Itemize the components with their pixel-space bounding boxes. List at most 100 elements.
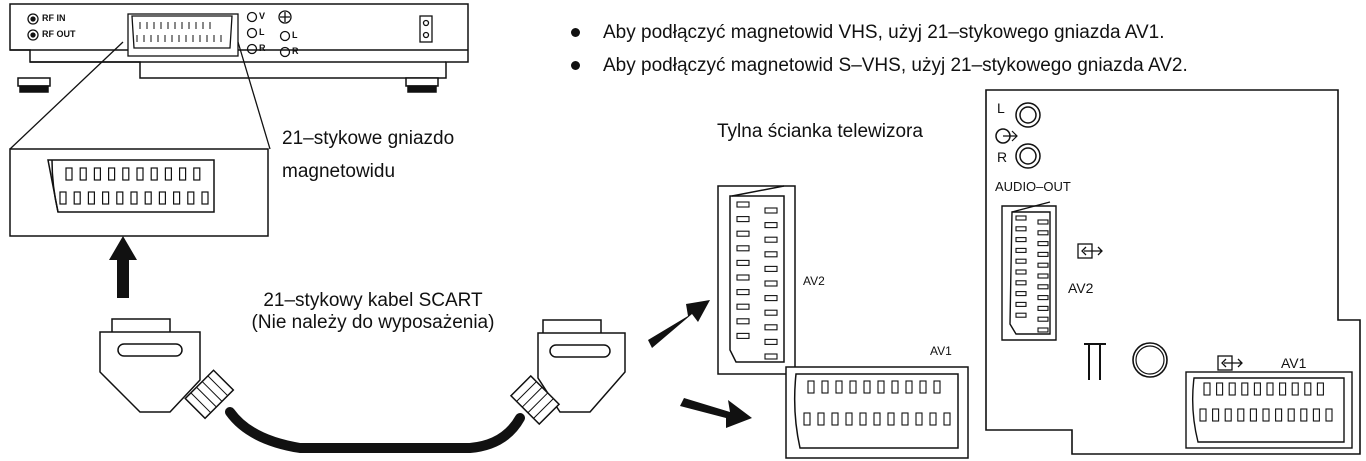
socket-pin bbox=[1015, 258, 1027, 264]
vcr-panel-scart bbox=[127, 13, 239, 57]
socket-pin bbox=[201, 191, 209, 205]
socket-pin bbox=[1266, 382, 1274, 396]
instruction-list: Aby podłączyć magnetowid VHS, użyj 21–st… bbox=[568, 16, 1188, 82]
jack-r2-label: R bbox=[292, 46, 299, 56]
tv-av2-label: AV2 bbox=[1068, 280, 1094, 296]
socket-pin bbox=[101, 191, 110, 205]
socket-pin bbox=[873, 412, 881, 426]
socket-pin bbox=[943, 412, 951, 426]
socket-pin bbox=[915, 412, 923, 426]
rf-out-label: RF OUT bbox=[42, 29, 76, 39]
socket-pin bbox=[877, 380, 885, 394]
socket-pin bbox=[1300, 408, 1308, 422]
tv-av1-pins bbox=[1199, 382, 1333, 422]
socket-pin bbox=[1037, 327, 1049, 333]
socket-pin bbox=[863, 380, 871, 394]
instruction-vhs: Aby podłączyć magnetowid VHS, użyj 21–st… bbox=[568, 16, 1188, 49]
socket-pin bbox=[65, 167, 73, 181]
socket-pin bbox=[1262, 408, 1270, 422]
socket-pin bbox=[122, 167, 130, 181]
av1-detail-label: AV1 bbox=[930, 344, 952, 358]
socket-pin bbox=[821, 380, 829, 394]
scart-cable bbox=[99, 318, 626, 453]
audio-r-label: R bbox=[997, 149, 1008, 165]
socket-pin bbox=[1037, 219, 1049, 225]
instruction-vhs-text: Aby podłączyć magnetowid VHS, użyj 21–st… bbox=[603, 22, 1165, 43]
socket-pin bbox=[1037, 295, 1049, 301]
socket-pin bbox=[764, 280, 778, 287]
socket-pin bbox=[835, 380, 843, 394]
socket-pin bbox=[736, 230, 750, 237]
socket-pin bbox=[136, 167, 144, 181]
socket-pin bbox=[845, 412, 853, 426]
socket-pin bbox=[764, 251, 778, 258]
socket-pin bbox=[1199, 408, 1207, 422]
socket-pin bbox=[1037, 305, 1049, 311]
socket-pin bbox=[736, 216, 750, 223]
vcr-socket-pins bbox=[59, 167, 209, 205]
socket-pin bbox=[1015, 280, 1027, 286]
socket-pin bbox=[736, 318, 750, 325]
socket-pin bbox=[764, 222, 778, 229]
av2-detail-pins bbox=[736, 201, 778, 360]
socket-pin bbox=[736, 245, 750, 252]
jack-l-label: L bbox=[259, 27, 265, 37]
audio-out-label: AUDIO–OUT bbox=[995, 179, 1071, 194]
socket-pin bbox=[1228, 382, 1236, 396]
socket-pin bbox=[1312, 408, 1320, 422]
audio-out-jacks bbox=[995, 102, 1041, 169]
up-arrow bbox=[109, 236, 137, 298]
socket-pin bbox=[1037, 284, 1049, 290]
rf-out-connector bbox=[27, 29, 39, 41]
rf-in-connector bbox=[27, 13, 39, 25]
socket-pin bbox=[736, 303, 750, 310]
socket-pin bbox=[736, 259, 750, 266]
socket-pin bbox=[919, 380, 927, 394]
socket-pin bbox=[116, 191, 124, 205]
socket-pin bbox=[1304, 382, 1312, 396]
socket-pin bbox=[1037, 241, 1049, 247]
socket-pin bbox=[1037, 316, 1049, 322]
av2-detail-socket bbox=[717, 185, 796, 375]
socket-pin bbox=[79, 167, 87, 181]
socket-pin bbox=[1037, 251, 1049, 257]
socket-pin bbox=[1325, 408, 1333, 422]
av2-io-icon bbox=[1077, 243, 1103, 259]
vcr-socket-label-line2: magnetowidu bbox=[282, 161, 396, 182]
vcr-socket-detail bbox=[9, 148, 269, 237]
socket-pin bbox=[1241, 382, 1249, 396]
socket-pin bbox=[891, 380, 899, 394]
socket-pin bbox=[736, 201, 750, 208]
socket-pin bbox=[929, 412, 937, 426]
socket-pin bbox=[764, 207, 778, 214]
socket-pin bbox=[179, 167, 187, 181]
socket-pin bbox=[764, 353, 778, 360]
av1-detail-pins bbox=[803, 380, 951, 426]
socket-pin bbox=[73, 191, 81, 205]
socket-pin bbox=[164, 167, 172, 181]
socket-pin bbox=[1316, 382, 1324, 396]
socket-pin bbox=[1015, 269, 1027, 275]
socket-pin bbox=[849, 380, 857, 394]
audio-l-label: L bbox=[997, 100, 1005, 116]
jack-r-label: R bbox=[259, 43, 266, 53]
socket-pin bbox=[817, 412, 825, 426]
socket-pin bbox=[1249, 408, 1257, 422]
socket-pin bbox=[933, 380, 941, 394]
socket-pin bbox=[59, 191, 67, 205]
socket-pin bbox=[764, 324, 778, 331]
tv-back-panel bbox=[985, 89, 1361, 455]
cable-label-line1: 21–stykowy kabel SCART bbox=[263, 290, 483, 311]
zoom-lines bbox=[9, 41, 271, 150]
socket-pin bbox=[173, 191, 181, 205]
cable-label-line2: (Nie należy do wyposażenia) bbox=[251, 312, 495, 333]
socket-pin bbox=[193, 167, 201, 181]
socket-pin bbox=[1279, 382, 1287, 396]
arrow-to-av1 bbox=[680, 398, 752, 428]
socket-pin bbox=[1216, 382, 1224, 396]
bullet-dot bbox=[571, 61, 580, 70]
socket-pin bbox=[87, 191, 96, 205]
socket-pin bbox=[859, 412, 867, 426]
socket-pin bbox=[144, 191, 152, 205]
socket-pin bbox=[736, 289, 750, 296]
